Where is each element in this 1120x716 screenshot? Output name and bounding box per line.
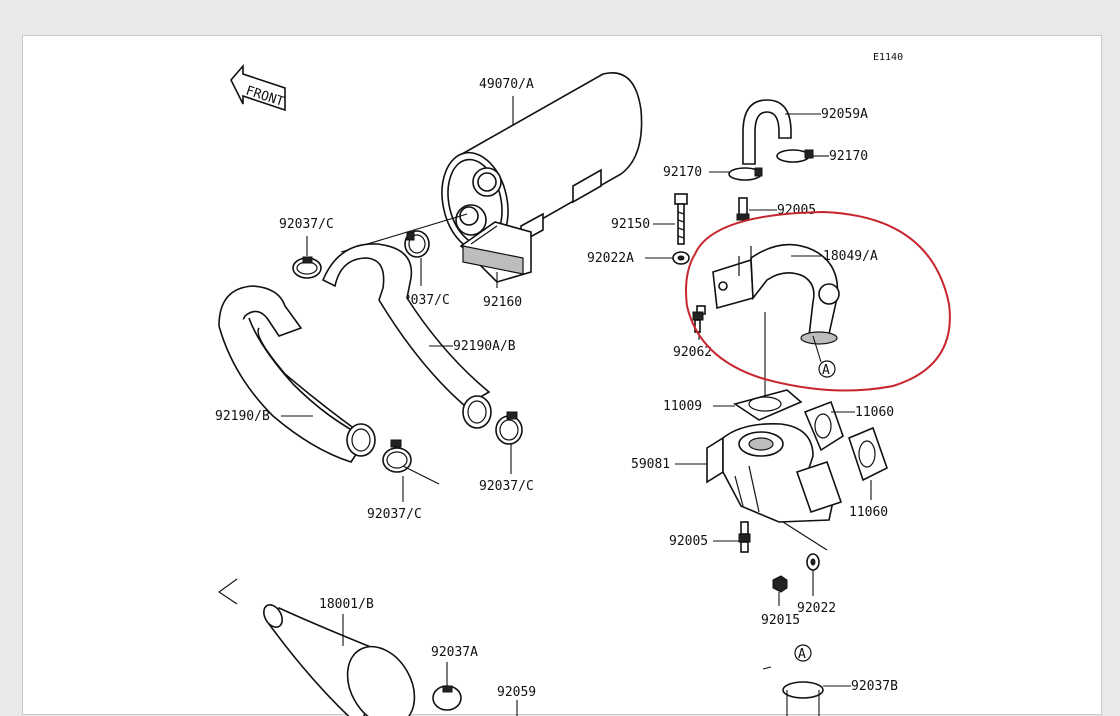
pad-92160 xyxy=(459,221,532,288)
label-11009: 11009 xyxy=(663,399,702,414)
highlight-circle xyxy=(685,210,951,392)
muffler-49070A xyxy=(441,72,643,253)
hose-92190AB xyxy=(321,243,492,429)
label-92059: 92059 xyxy=(497,685,536,700)
parts-diagram-sheet: E1140 FRONT 49070/A 92160 92059A 92170 xyxy=(22,35,1102,716)
label-92170-left: 92170 xyxy=(663,165,702,180)
elbow-59081 xyxy=(675,422,843,551)
label-92015: 92015 xyxy=(761,613,800,628)
gasket-11060-bottom xyxy=(848,426,888,500)
clamp-92170-left xyxy=(709,167,763,181)
label-92190B: 92190/B xyxy=(215,409,270,424)
label-92037C-left: 92037/C xyxy=(279,217,334,232)
gasket-11060-top xyxy=(803,400,855,452)
callout-A-bottom: A xyxy=(794,644,812,662)
label-92005-bottom: 92005 xyxy=(669,534,708,549)
callout-A-text: A xyxy=(822,363,830,378)
hose-92059A xyxy=(742,99,821,165)
clamp-92037C-right xyxy=(495,411,523,474)
exhaust-pipe-18049A xyxy=(696,243,840,396)
label-11060-bottom: 11060 xyxy=(849,505,888,520)
clamp-92037A xyxy=(432,662,462,711)
label-92150: 92150 xyxy=(611,217,650,232)
washer-92022 xyxy=(806,553,820,596)
label-92037C-right: 92037/C xyxy=(479,479,534,494)
label-11060-top: 11060 xyxy=(855,405,894,420)
label-59081: 59081 xyxy=(631,457,670,472)
label-92059A: 92059A xyxy=(821,107,868,122)
label-92022: 92022 xyxy=(797,601,836,616)
clamp-92037C-bottom xyxy=(382,439,440,502)
stud-92005-bottom xyxy=(713,521,751,553)
label-92005-top: 92005 xyxy=(777,203,816,218)
clamp-92037C-left xyxy=(292,236,322,279)
washer-92022A xyxy=(645,251,690,265)
label-92022A: 92022A xyxy=(587,251,634,266)
label-92160: 92160 xyxy=(483,295,522,310)
tail-pipe-18001B xyxy=(263,604,416,716)
exhaust-parts-diagram: E1140 FRONT 49070/A 92160 92059A 92170 xyxy=(215,52,951,716)
stud-92005-top xyxy=(736,197,777,221)
diagram-code: E1140 xyxy=(873,52,903,63)
clamp-92037B xyxy=(782,681,851,716)
label-18001B: 18001/B xyxy=(319,597,374,612)
bolt-92150 xyxy=(653,193,688,245)
callout-A-bottom-text: A xyxy=(798,647,806,662)
gasket-11009 xyxy=(713,389,803,421)
hose-92190B xyxy=(218,285,376,463)
label-92062: 92062 xyxy=(673,345,712,360)
clamp-92170-right xyxy=(776,149,829,163)
bracket-mark xyxy=(218,578,238,605)
label-49070A: 49070/A xyxy=(479,77,534,92)
clamp-92037C-mid xyxy=(404,230,430,286)
label-92190AB: 92190A/B xyxy=(453,339,516,354)
label-92037C-bottom: 92037/C xyxy=(367,507,422,522)
label-92037B: 92037B xyxy=(851,679,898,694)
label-92037A: 92037A xyxy=(431,645,478,660)
callout-A: A xyxy=(818,360,836,378)
label-92170-right: 92170 xyxy=(829,149,868,164)
label-18049A: 18049/A xyxy=(823,249,878,264)
nut-92015 xyxy=(772,575,788,606)
front-direction-arrow: FRONT xyxy=(230,63,286,112)
